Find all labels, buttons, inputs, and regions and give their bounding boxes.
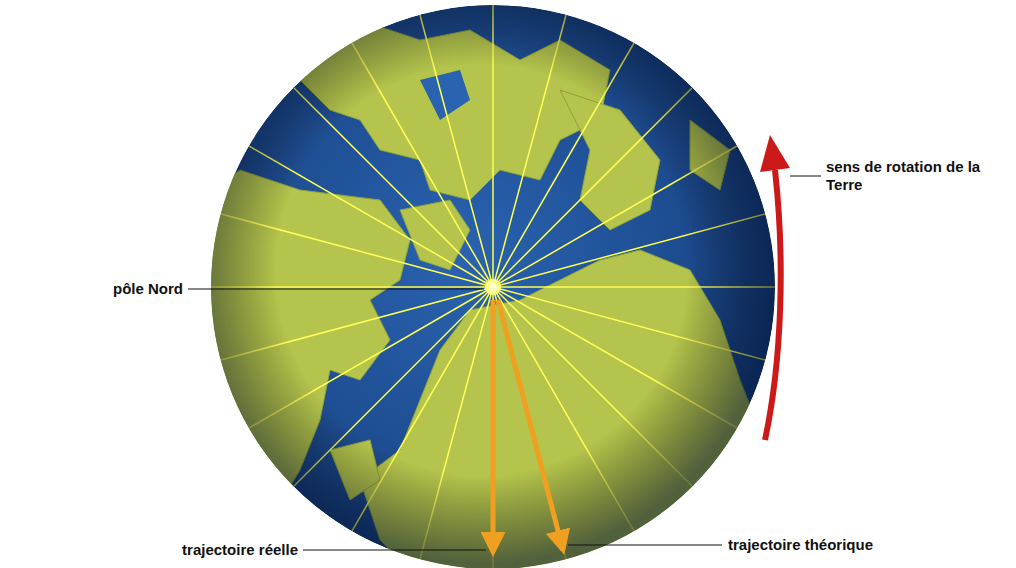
real-trajectory-label: trajectoire réelle <box>182 541 298 559</box>
rotation-label: sens de rotation de la Terre <box>826 158 1006 194</box>
globe-shading <box>211 5 775 568</box>
pole-label: pôle Nord <box>113 280 183 298</box>
pole-point <box>489 283 497 291</box>
rotation-arrow-head <box>760 135 790 172</box>
leader-lines <box>188 176 821 550</box>
earth-disc <box>200 0 780 568</box>
pole-glow <box>485 279 501 295</box>
theoretical-trajectory-label: trajectoire théorique <box>728 536 873 554</box>
ocean <box>211 5 775 568</box>
meridians <box>206 0 780 568</box>
real-trajectory-arrow <box>491 300 496 552</box>
theoretical-trajectory-arrow <box>498 300 563 550</box>
rotation-arrow-shaft <box>765 170 781 440</box>
